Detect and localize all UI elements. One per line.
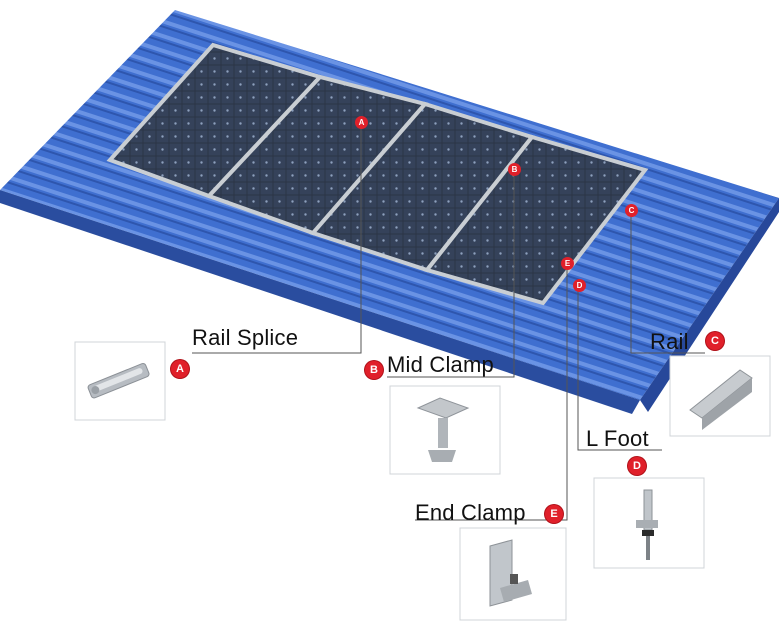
leader-lines	[192, 128, 705, 521]
marker-b-on-panel: B	[508, 163, 521, 176]
label-mid-clamp: Mid Clamp	[387, 352, 494, 377]
rail-image	[669, 355, 771, 437]
leader-line-c	[630, 214, 705, 354]
leader-line-d	[577, 288, 662, 451]
badge-e: E	[545, 505, 563, 523]
mid-clamp-image	[389, 385, 501, 475]
badge-a: A	[171, 360, 189, 378]
label-rail-splice: Rail Splice	[192, 325, 299, 350]
marker-a-on-panel: A	[355, 116, 368, 129]
solar-panel-4	[423, 134, 649, 306]
marker-d-on-panel: D	[573, 279, 586, 292]
badge-d: D	[628, 457, 646, 475]
l-foot-image	[593, 477, 705, 569]
label-rail: Rail	[650, 329, 689, 354]
badge-c: C	[706, 332, 724, 350]
label-l-foot: L Foot	[586, 426, 649, 451]
end-clamp-image	[459, 527, 567, 621]
rail-splice-image	[74, 341, 166, 421]
leader-line-b	[387, 171, 515, 378]
leader-line-e	[415, 263, 568, 521]
solar-panel-array	[106, 42, 649, 306]
leader-line-a	[192, 128, 362, 354]
marker-e-on-panel: E	[561, 257, 574, 270]
label-end-clamp: End Clamp	[415, 500, 526, 525]
badge-b: B	[365, 361, 383, 379]
marker-c-on-panel: C	[625, 204, 638, 217]
